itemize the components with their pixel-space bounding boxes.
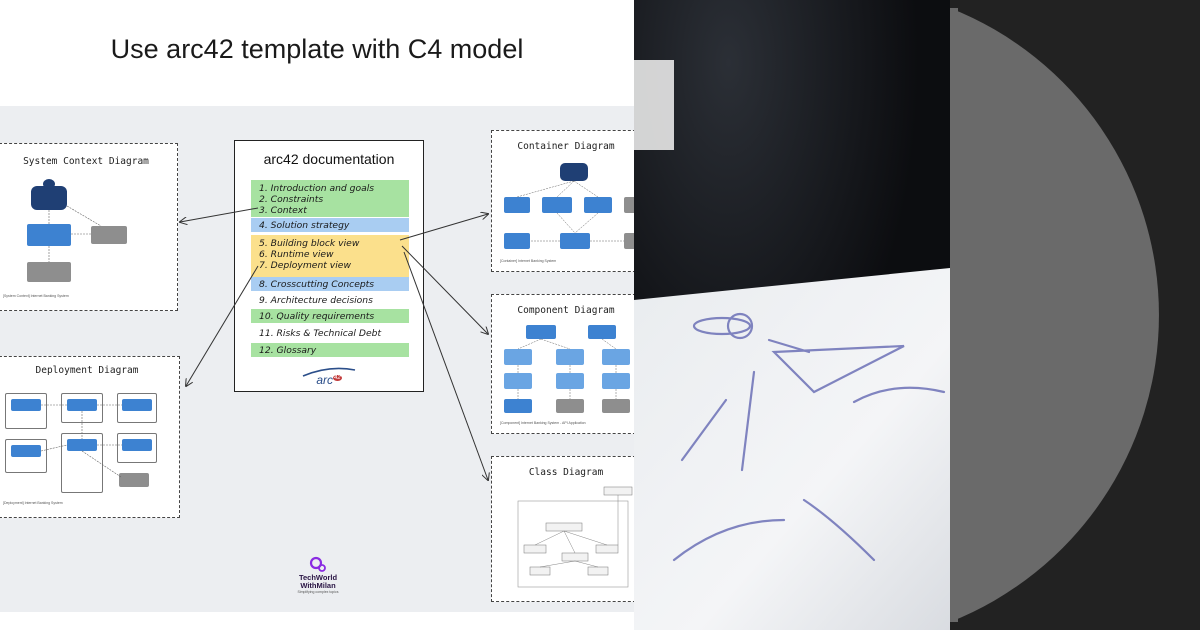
web-application-node bbox=[504, 197, 530, 213]
mainframe-node bbox=[27, 262, 71, 282]
doc-item-10: 10. Quality requirements bbox=[259, 311, 375, 322]
doc-item-5: 5. Building block view bbox=[259, 238, 360, 249]
web-app-node bbox=[67, 399, 97, 411]
brand-name-line-2: WithMilan bbox=[300, 581, 336, 590]
database-node bbox=[122, 399, 152, 411]
arc42-logo: arc42 bbox=[235, 367, 423, 387]
doc-item-12: 12. Glossary bbox=[259, 345, 317, 356]
class-thumbnail bbox=[504, 485, 634, 595]
api-app-node bbox=[67, 439, 97, 451]
system-context-thumbnail: [System Context] Internet Banking System bbox=[1, 176, 169, 304]
container-thumbnail: [Container] Internet Banking System bbox=[498, 157, 634, 269]
whiteboard-photo bbox=[634, 0, 950, 630]
whiteboard-photo-illustration bbox=[634, 0, 950, 630]
deployment-thumbnail: [Deployment] Internet Banking System bbox=[1, 387, 171, 511]
single-page-app-node bbox=[11, 399, 41, 411]
single-page-application-node bbox=[542, 197, 572, 213]
sign-in-controller-node bbox=[504, 349, 532, 365]
mainframe-node-2 bbox=[119, 473, 149, 487]
database-node-3 bbox=[504, 399, 532, 413]
database-node-2 bbox=[504, 233, 530, 249]
arrow-deployment-to-deployment-diagram bbox=[186, 265, 259, 386]
mobile-app-node bbox=[11, 445, 41, 457]
security-component-node bbox=[504, 373, 532, 389]
person-head bbox=[43, 179, 55, 189]
highlight-building-group bbox=[251, 235, 409, 277]
system-context-links bbox=[48, 205, 102, 262]
arc42-logo-text: arc bbox=[316, 373, 333, 387]
component-links bbox=[517, 338, 617, 399]
arrow-building-to-class bbox=[403, 251, 488, 480]
arc42-swoosh-icon bbox=[302, 367, 356, 377]
deployment-diagram-title: Deployment Diagram bbox=[35, 365, 139, 376]
component-diagram-title: Component Diagram bbox=[517, 305, 615, 316]
highlight-intro-group bbox=[251, 180, 409, 217]
doc-item-7: 7. Deployment view bbox=[259, 260, 351, 271]
reset-password-node bbox=[556, 349, 584, 365]
doc-item-4: 4. Solution strategy bbox=[259, 220, 350, 231]
component-caption: [Component] Internet Banking System - AP… bbox=[500, 421, 586, 425]
email-system-node bbox=[91, 226, 127, 244]
doc-item-1: 1. Introduction and goals bbox=[259, 183, 375, 194]
class-diagram-title: Class Diagram bbox=[528, 467, 604, 478]
accounts-summary-node bbox=[602, 349, 630, 365]
highlight-solution bbox=[251, 218, 409, 232]
container-links bbox=[516, 180, 624, 242]
container-diagram: Container Diagram [Container] Internet B… bbox=[491, 130, 634, 272]
decorative-circle bbox=[950, 0, 1200, 630]
person-node bbox=[31, 186, 67, 210]
decorative-panel bbox=[950, 0, 1200, 630]
mobile-node bbox=[588, 325, 616, 339]
arc42-logo-badge: 42 bbox=[332, 375, 342, 381]
email-component-node bbox=[556, 373, 584, 389]
arc42-documentation-card: arc42 documentation 1. Introduction and … bbox=[234, 140, 424, 392]
highlight-glossary bbox=[251, 343, 409, 357]
spa-node bbox=[526, 325, 556, 339]
highlight-crosscutting bbox=[251, 277, 409, 291]
arrow-context-to-system-context bbox=[180, 207, 259, 222]
brand-name: TechWorld WithMilan bbox=[288, 574, 348, 590]
component-diagram: Component Diagram bbox=[491, 294, 634, 434]
slide: Use arc42 template with C4 model System … bbox=[0, 34, 634, 630]
arc42-doc-title: arc42 documentation bbox=[263, 151, 395, 167]
brand-icon bbox=[309, 556, 326, 572]
doc-item-11: 11. Risks & Technical Debt bbox=[259, 328, 382, 339]
deployment-diagram: Deployment Diagram [Deployment bbox=[0, 356, 180, 518]
doc-item-2: 2. Constraints bbox=[259, 194, 324, 205]
system-context-diagram-title: System Context Diagram bbox=[23, 156, 149, 167]
slide-title: Use arc42 template with C4 model bbox=[110, 34, 524, 64]
email-system-node-2 bbox=[624, 197, 634, 213]
class-diagram-sketch bbox=[517, 486, 633, 588]
api-application-node bbox=[560, 233, 590, 249]
doc-item-6: 6. Runtime view bbox=[259, 249, 334, 260]
brand-logo: TechWorld WithMilan Simplifying complex … bbox=[288, 556, 348, 594]
deployment-links bbox=[40, 404, 122, 478]
system-node bbox=[27, 224, 71, 246]
mainframe-node-3 bbox=[624, 233, 634, 249]
container-diagram-title: Container Diagram bbox=[517, 141, 615, 152]
arrow-building-to-component bbox=[401, 245, 488, 334]
container-caption: [Container] Internet Banking System bbox=[500, 259, 557, 263]
doc-item-3: 3. Context bbox=[259, 205, 307, 216]
database-replica-node bbox=[122, 439, 152, 451]
person-node-2 bbox=[560, 163, 588, 181]
doc-item-8: 8. Crosscutting Concepts bbox=[259, 279, 375, 290]
mainframe-facade-node bbox=[602, 373, 630, 389]
brand-name-line-1: TechWorld bbox=[298, 573, 338, 582]
connection-arrows bbox=[0, 207, 634, 630]
system-context-caption: [System Context] Internet Banking System bbox=[3, 294, 69, 298]
highlight-quality bbox=[251, 309, 409, 323]
mobile-app-node-2 bbox=[584, 197, 612, 213]
doc-item-9: 9. Architecture decisions bbox=[259, 295, 373, 306]
system-context-diagram: System Context Diagram [System Context] … bbox=[0, 143, 178, 311]
deployment-caption: [Deployment] Internet Banking System bbox=[3, 501, 63, 505]
component-thumbnail: [Component] Internet Banking System - AP… bbox=[498, 321, 634, 431]
arrow-building-to-container bbox=[399, 214, 488, 241]
brand-tagline: Simplifying complex topics bbox=[297, 590, 339, 594]
email-system-node-3 bbox=[556, 399, 584, 413]
mainframe-node-4 bbox=[602, 399, 630, 413]
class-diagram: Class Diagram bbox=[491, 456, 634, 602]
